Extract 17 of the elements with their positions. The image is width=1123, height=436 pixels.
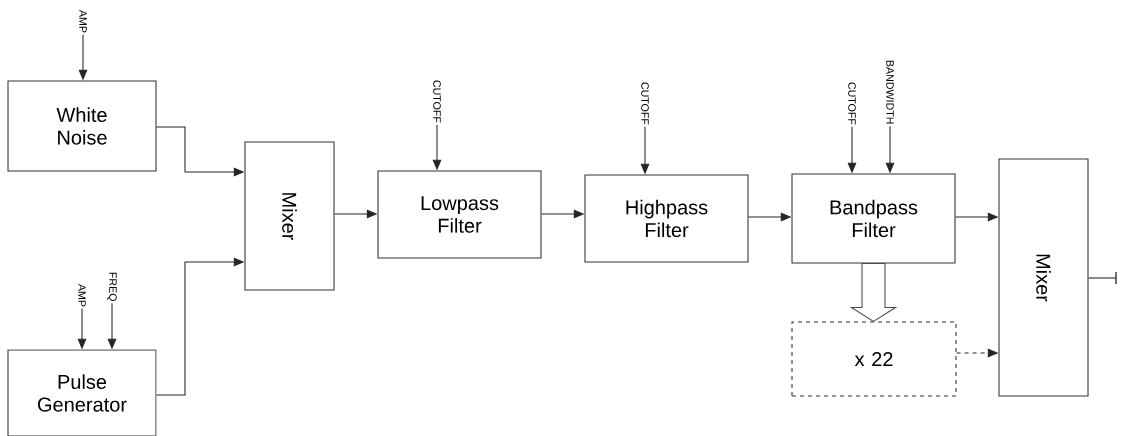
filter-box: Highpass Filter: [584, 174, 749, 263]
filter-box: Bandpass Filter: [791, 173, 956, 264]
parameter-label: AMP: [79, 9, 87, 33]
parameter-label: CUTOFF: [433, 80, 441, 123]
parameter-label: FREQ: [107, 272, 117, 301]
block-arrow: [849, 263, 898, 323]
process-box: White Noise: [7, 80, 157, 172]
mixer-box: Mixer: [998, 158, 1089, 397]
parameter-label: CUTOFF: [848, 82, 856, 125]
mixer-box: Mixer: [244, 141, 335, 291]
process-box: Pulse Generator: [7, 349, 157, 436]
parameter-label: BANDWIDTH: [886, 60, 894, 124]
filter-box: Lowpass Filter: [377, 170, 542, 259]
parameter-label: CUTOFF: [641, 82, 649, 125]
output-line: [1088, 277, 1117, 279]
parameter-label: AMP: [78, 283, 86, 307]
repeat-box: x 22: [791, 321, 957, 397]
